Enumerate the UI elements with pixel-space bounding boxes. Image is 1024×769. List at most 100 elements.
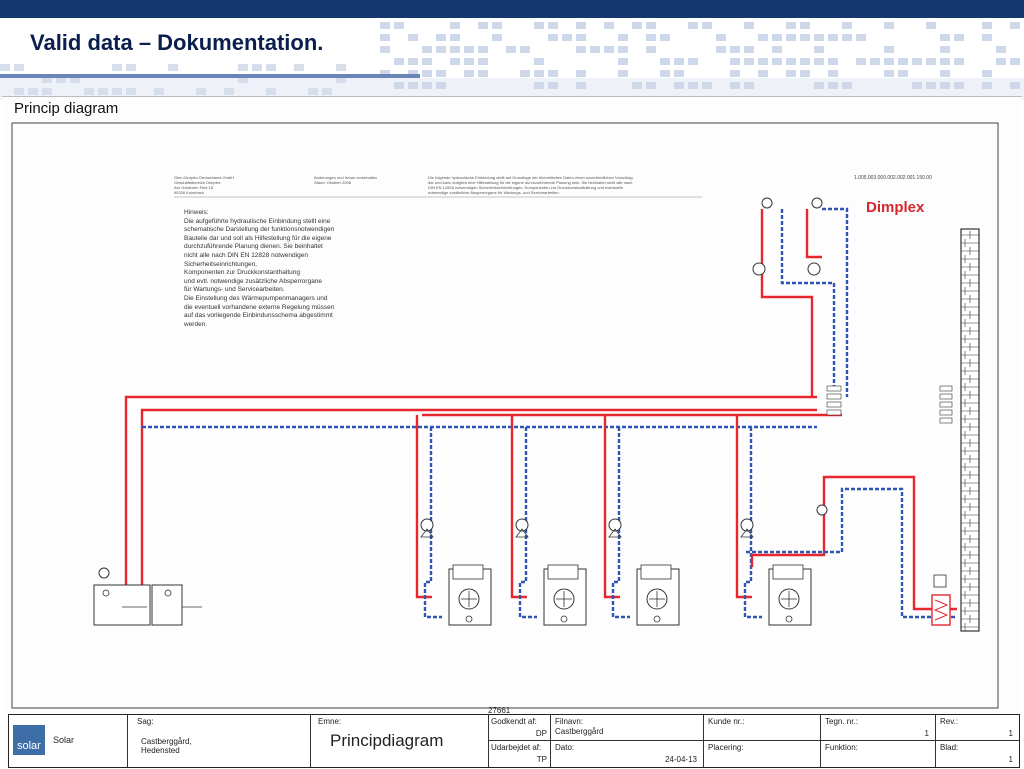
header-tile <box>982 22 992 29</box>
diagram-page: Princip diagram Glen Dimplex Deutschland… <box>2 96 1022 769</box>
header-tile <box>1010 22 1020 29</box>
drawing-frame <box>11 122 999 709</box>
header-tile <box>912 58 922 65</box>
header-tile <box>800 22 810 29</box>
header-tile <box>548 70 558 77</box>
header-tile <box>422 46 432 53</box>
wall-circuit-return <box>746 487 957 619</box>
header-tile <box>716 46 726 53</box>
header-tile <box>42 88 52 95</box>
header-tile <box>548 22 558 29</box>
branch-supply-1 <box>415 415 432 599</box>
header-tile <box>940 82 950 89</box>
header-tile <box>646 46 656 53</box>
hydraulic-schematic <box>11 122 999 709</box>
header-tile <box>0 64 10 71</box>
header-tile <box>604 46 614 53</box>
circulation-pump-3 <box>608 518 622 532</box>
header-tile <box>380 22 390 29</box>
header-tile <box>590 46 600 53</box>
header-tile <box>758 34 768 41</box>
circulation-pump-2 <box>515 518 529 532</box>
header-tile <box>576 34 586 41</box>
filnavn-label: Filnavn: <box>555 717 584 726</box>
header-tile <box>940 70 950 77</box>
header-tile <box>534 70 544 77</box>
funktion-label: Funktion: <box>825 743 858 752</box>
placering-label: Placering: <box>708 743 744 752</box>
company-address: Glen Dimplex Deutschland GmbH Geschäftsb… <box>174 175 235 195</box>
header-tile <box>800 34 810 41</box>
tegn-cell: Tegn. nr.: 1 Funktion: <box>820 715 936 767</box>
sag-line-1: Castberggård, <box>141 737 192 746</box>
header-tile <box>982 34 992 41</box>
branch-supply-3 <box>603 415 620 599</box>
header-tile <box>856 34 866 41</box>
header-tile <box>436 34 446 41</box>
header-tile <box>14 64 24 71</box>
header-tile <box>112 64 122 71</box>
header-tile <box>576 70 586 77</box>
header-tile <box>870 58 880 65</box>
divider <box>550 740 703 741</box>
sensor-tag-4 <box>826 409 842 416</box>
sensor-tag-2 <box>826 393 842 400</box>
header-tile <box>618 34 628 41</box>
header-tile <box>394 58 404 65</box>
header-tile <box>394 82 404 89</box>
header-tile <box>380 70 390 77</box>
sensor-tag-3 <box>826 401 842 408</box>
header-tile <box>842 34 852 41</box>
header-tile <box>884 58 894 65</box>
company-name: Solar <box>53 735 75 745</box>
header-tile <box>912 82 922 89</box>
valve-symbol-4 <box>740 528 754 538</box>
header-tile <box>168 64 178 71</box>
wall-sensor-tag-3 <box>939 401 953 408</box>
header-tile <box>898 58 908 65</box>
header-tile <box>14 88 24 95</box>
slide-header: Valid data – Dokumentation. <box>0 18 1024 100</box>
header-tile <box>674 82 684 89</box>
header-tile <box>422 70 432 77</box>
header-tile <box>478 58 488 65</box>
header-tile <box>800 70 810 77</box>
header-tile <box>548 82 558 89</box>
header-tile <box>238 76 248 83</box>
file-cell: Filnavn: Castberggård Dato: 24-04-13 <box>550 715 704 767</box>
header-tile <box>772 58 782 65</box>
header-tile <box>506 46 516 53</box>
header-tile <box>926 82 936 89</box>
header-tile <box>982 70 992 77</box>
header-tile <box>744 58 754 65</box>
header-tile <box>954 34 964 41</box>
header-tile <box>940 46 950 53</box>
heatpump-control-4 <box>772 564 804 580</box>
tank-gauge-1 <box>102 589 110 597</box>
header-tile <box>562 34 572 41</box>
header-tile <box>154 88 164 95</box>
branch-return-4 <box>743 427 762 619</box>
header-tile <box>534 82 544 89</box>
header-pattern <box>0 18 1024 100</box>
pump-symbol-hp-1 <box>752 262 766 276</box>
header-tile <box>618 70 628 77</box>
header-tile <box>618 58 628 65</box>
header-tile <box>450 58 460 65</box>
tank-gauge-2 <box>164 589 172 597</box>
header-tile <box>702 82 712 89</box>
divider <box>935 740 1019 741</box>
section-title: Princip diagram <box>14 100 119 117</box>
wall-sensor-tag-1 <box>939 385 953 392</box>
manometer-4 <box>785 615 793 623</box>
pump-symbol-hp-2 <box>807 262 821 276</box>
valve-symbol-3 <box>608 528 622 538</box>
header-tile <box>842 82 852 89</box>
header-tile <box>646 22 656 29</box>
header-tile <box>982 82 992 89</box>
solar-logo <box>13 725 45 755</box>
header-tile <box>842 22 852 29</box>
legal-disclaimer: Die folgende hydraulische Einbindung ste… <box>428 175 633 195</box>
header-tile <box>548 34 558 41</box>
rev-label: Rev.: <box>940 717 959 726</box>
